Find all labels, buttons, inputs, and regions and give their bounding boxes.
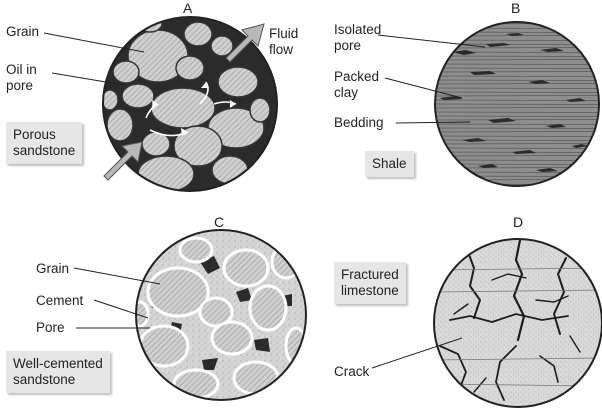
caption-fractured-limestone: Fractured limestone — [334, 262, 406, 304]
label-packed-clay: Packed clay — [334, 69, 380, 100]
fluid-flow-arrow-in — [103, 141, 143, 181]
panel-letter-d: D — [513, 214, 524, 230]
panel-d-leaders — [371, 337, 463, 369]
panel-c-leaders — [73, 267, 161, 329]
label-isolated-pore: Isolated pore — [334, 22, 382, 53]
panel-letter-c: C — [214, 214, 225, 230]
label-bedding: Bedding — [334, 115, 384, 130]
panel-letter-b: B — [511, 0, 521, 16]
label-cement: Cement — [36, 293, 84, 308]
label-pore: Pore — [36, 320, 65, 335]
label-grain-a: Grain — [6, 24, 40, 39]
caption-porous-sandstone: Porous sandstone — [6, 122, 83, 164]
label-oil-in-pore: Oil in pore — [6, 62, 37, 93]
panel-b-leaders — [377, 34, 486, 124]
shale-disc — [434, 21, 600, 187]
panel-a-leaders — [43, 32, 145, 86]
caption-shale: Shale — [365, 151, 414, 177]
label-crack: Crack — [334, 364, 370, 379]
cemented-sandstone-disc — [135, 229, 307, 401]
label-fluid-flow: Fluid flow — [269, 26, 299, 57]
panel-letter-a: A — [183, 0, 193, 16]
porous-sandstone-disc — [102, 16, 278, 192]
fluid-flow-arrow-out — [225, 23, 265, 63]
label-grain-c: Grain — [36, 261, 70, 276]
caption-well-cemented-sandstone: Well-cemented sandstone — [6, 351, 110, 393]
fractured-limestone-disc — [433, 238, 602, 408]
